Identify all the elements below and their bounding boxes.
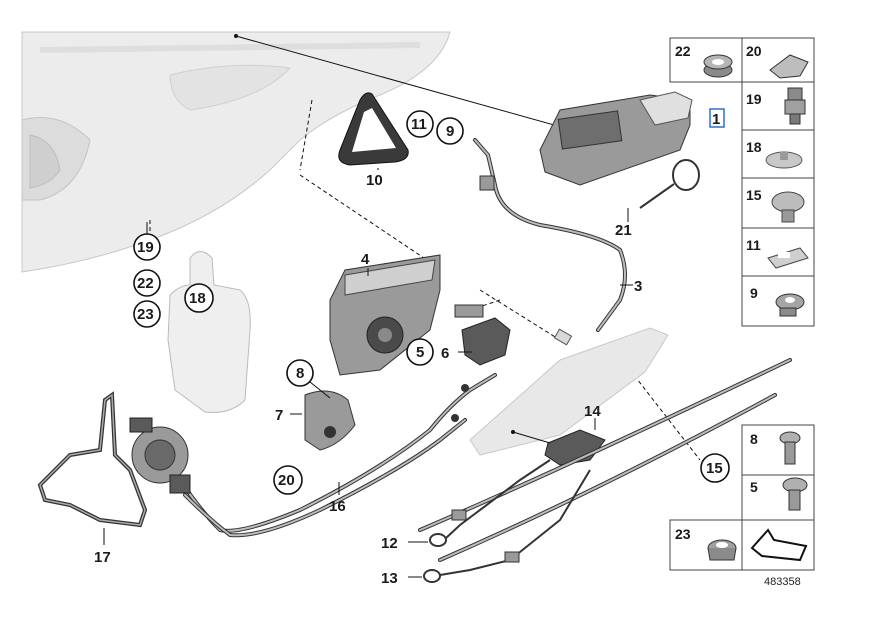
part-16-cable bbox=[178, 373, 497, 538]
nut-icon bbox=[703, 54, 733, 78]
label-19-circle bbox=[133, 233, 161, 261]
rivet-icon bbox=[771, 191, 805, 223]
label-14: 14 bbox=[584, 403, 601, 420]
label-15-circle bbox=[700, 453, 730, 483]
label-10: 10 bbox=[366, 172, 383, 189]
label-4: 4 bbox=[361, 251, 370, 268]
svg-text:1: 1 bbox=[712, 111, 720, 128]
label-23: 23 bbox=[137, 306, 154, 323]
trim-panel bbox=[469, 327, 669, 456]
label-20-circle bbox=[273, 465, 303, 495]
part-21-cable bbox=[473, 138, 700, 346]
label-18-circle bbox=[184, 283, 214, 313]
panel-label-18: 18 bbox=[746, 139, 762, 155]
label-19: 19 bbox=[137, 239, 154, 256]
panel-label-8: 8 bbox=[750, 431, 758, 447]
label-17: 17 bbox=[94, 549, 111, 566]
part-motor bbox=[129, 417, 191, 494]
nut-cage-icon bbox=[707, 539, 737, 561]
label-22: 22 bbox=[137, 275, 154, 292]
label-18: 18 bbox=[189, 290, 206, 307]
label-9-circle bbox=[436, 117, 464, 145]
panel-label-20: 20 bbox=[746, 43, 762, 59]
label-11-circle bbox=[406, 110, 434, 138]
label-5-circle bbox=[406, 338, 434, 366]
grommet-icon bbox=[784, 87, 806, 125]
label-20: 20 bbox=[278, 472, 295, 489]
label-5: 5 bbox=[416, 344, 424, 361]
label-16: 16 bbox=[329, 498, 346, 515]
reference-number: 483358 bbox=[764, 576, 801, 588]
panel-label-11: 11 bbox=[746, 237, 761, 253]
panel-label-19: 19 bbox=[746, 91, 762, 107]
guide-line bbox=[299, 99, 313, 171]
label-7: 7 bbox=[275, 407, 283, 424]
part-4-lock bbox=[329, 254, 441, 376]
label-8-circle bbox=[286, 359, 314, 387]
plug-icon bbox=[765, 151, 803, 169]
panel-label-5: 5 bbox=[750, 479, 758, 495]
bolt-icon bbox=[782, 477, 808, 511]
guide-line bbox=[299, 174, 431, 263]
label-22-circle bbox=[133, 269, 161, 297]
label-8: 8 bbox=[296, 365, 304, 382]
label-11: 11 bbox=[411, 116, 427, 133]
label-13: 13 bbox=[381, 570, 398, 587]
clamp-icon bbox=[767, 247, 809, 269]
screw-icon bbox=[779, 431, 801, 465]
label-1: 1 bbox=[709, 108, 725, 128]
panel-label-9: 9 bbox=[750, 285, 758, 301]
guide-line bbox=[629, 369, 701, 461]
tailgate-body bbox=[21, 31, 451, 273]
panel-label-22: 22 bbox=[675, 43, 691, 59]
guide-line bbox=[479, 289, 561, 341]
part-7-bracket bbox=[304, 390, 356, 451]
leader-line bbox=[235, 35, 573, 131]
label-21: 21 bbox=[615, 222, 632, 239]
direction-arrow-icon bbox=[750, 528, 808, 562]
part-12-harness bbox=[429, 459, 551, 547]
label-23-circle bbox=[133, 300, 161, 328]
label-12: 12 bbox=[381, 535, 398, 552]
label-9: 9 bbox=[446, 123, 454, 140]
part-17-bracket bbox=[37, 391, 148, 528]
clip-icon bbox=[769, 54, 809, 79]
small-parts-panel: 22 20 19 18 15 11 9 bbox=[669, 37, 815, 327]
label-15: 15 bbox=[706, 460, 723, 477]
part-10-gasket bbox=[338, 92, 409, 166]
part-13-harness bbox=[423, 469, 591, 583]
screws-panel: 8 5 23 bbox=[669, 424, 815, 571]
panel-label-15: 15 bbox=[746, 187, 762, 203]
panel-label-23: 23 bbox=[675, 526, 691, 542]
part-18-reservoir bbox=[167, 251, 251, 413]
label-3: 3 bbox=[634, 278, 642, 295]
label-6: 6 bbox=[441, 345, 449, 362]
part-6-actuator bbox=[454, 304, 511, 366]
clip-small-icon bbox=[775, 293, 805, 317]
part-1-pushbutton bbox=[539, 91, 693, 186]
